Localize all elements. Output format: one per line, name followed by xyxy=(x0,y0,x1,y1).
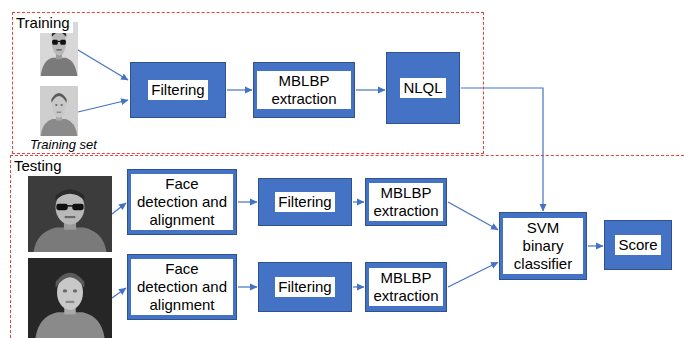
input-arrow xyxy=(112,288,126,298)
process-box: MBLBP extraction xyxy=(365,262,447,312)
input-arrow xyxy=(78,50,128,80)
flow-arrow xyxy=(238,286,257,287)
flow-arrow xyxy=(448,262,498,287)
flow-arrow xyxy=(227,89,252,90)
box-label: Face detection and alignment xyxy=(131,259,233,315)
input-arrow xyxy=(78,100,128,112)
process-box: MBLBP extraction xyxy=(365,178,447,226)
box-label: NLQL xyxy=(400,78,445,98)
flow-arrow xyxy=(448,202,498,230)
testing-image xyxy=(28,258,112,338)
process-box: Filtering xyxy=(130,62,226,118)
box-label: Filtering xyxy=(275,192,334,212)
region-title: Training xyxy=(13,13,73,33)
region-title: Testing xyxy=(11,156,65,176)
process-box: Filtering xyxy=(258,178,352,226)
region-frame: TrainingFiltering MBLBP extraction NLQL xyxy=(12,12,484,154)
box-label: SVM binary classifier xyxy=(503,218,583,274)
process-box: Filtering xyxy=(258,262,352,312)
process-box: Face detection and alignment xyxy=(127,169,237,235)
box-label: Filtering xyxy=(275,277,334,297)
box-label: Filtering xyxy=(148,80,207,100)
process-box: SVM binary classifier xyxy=(499,212,587,280)
flow-arrow xyxy=(353,286,364,287)
process-box: MBLBP extraction xyxy=(253,62,355,118)
flow-arrow xyxy=(588,245,603,246)
training-image xyxy=(40,86,78,136)
process-box: NLQL xyxy=(386,52,460,124)
box-label: Score xyxy=(615,235,660,255)
input-arrow xyxy=(112,203,126,214)
box-label: MBLBP extraction xyxy=(369,183,443,221)
box-label: MBLBP extraction xyxy=(369,268,443,306)
flow-arrow xyxy=(353,201,364,202)
process-box: Score xyxy=(604,220,672,270)
region-frame: TestingFace detection and alignmentFilte… xyxy=(10,155,684,338)
testing-image xyxy=(28,176,112,252)
flow-arrow xyxy=(238,201,257,202)
flow-arrow xyxy=(356,89,385,90)
process-box: Face detection and alignment xyxy=(127,254,237,320)
image-caption: Training set xyxy=(30,137,97,152)
flow-arrow xyxy=(461,88,543,211)
box-label: Face detection and alignment xyxy=(131,174,233,230)
box-label: MBLBP extraction xyxy=(257,71,351,109)
